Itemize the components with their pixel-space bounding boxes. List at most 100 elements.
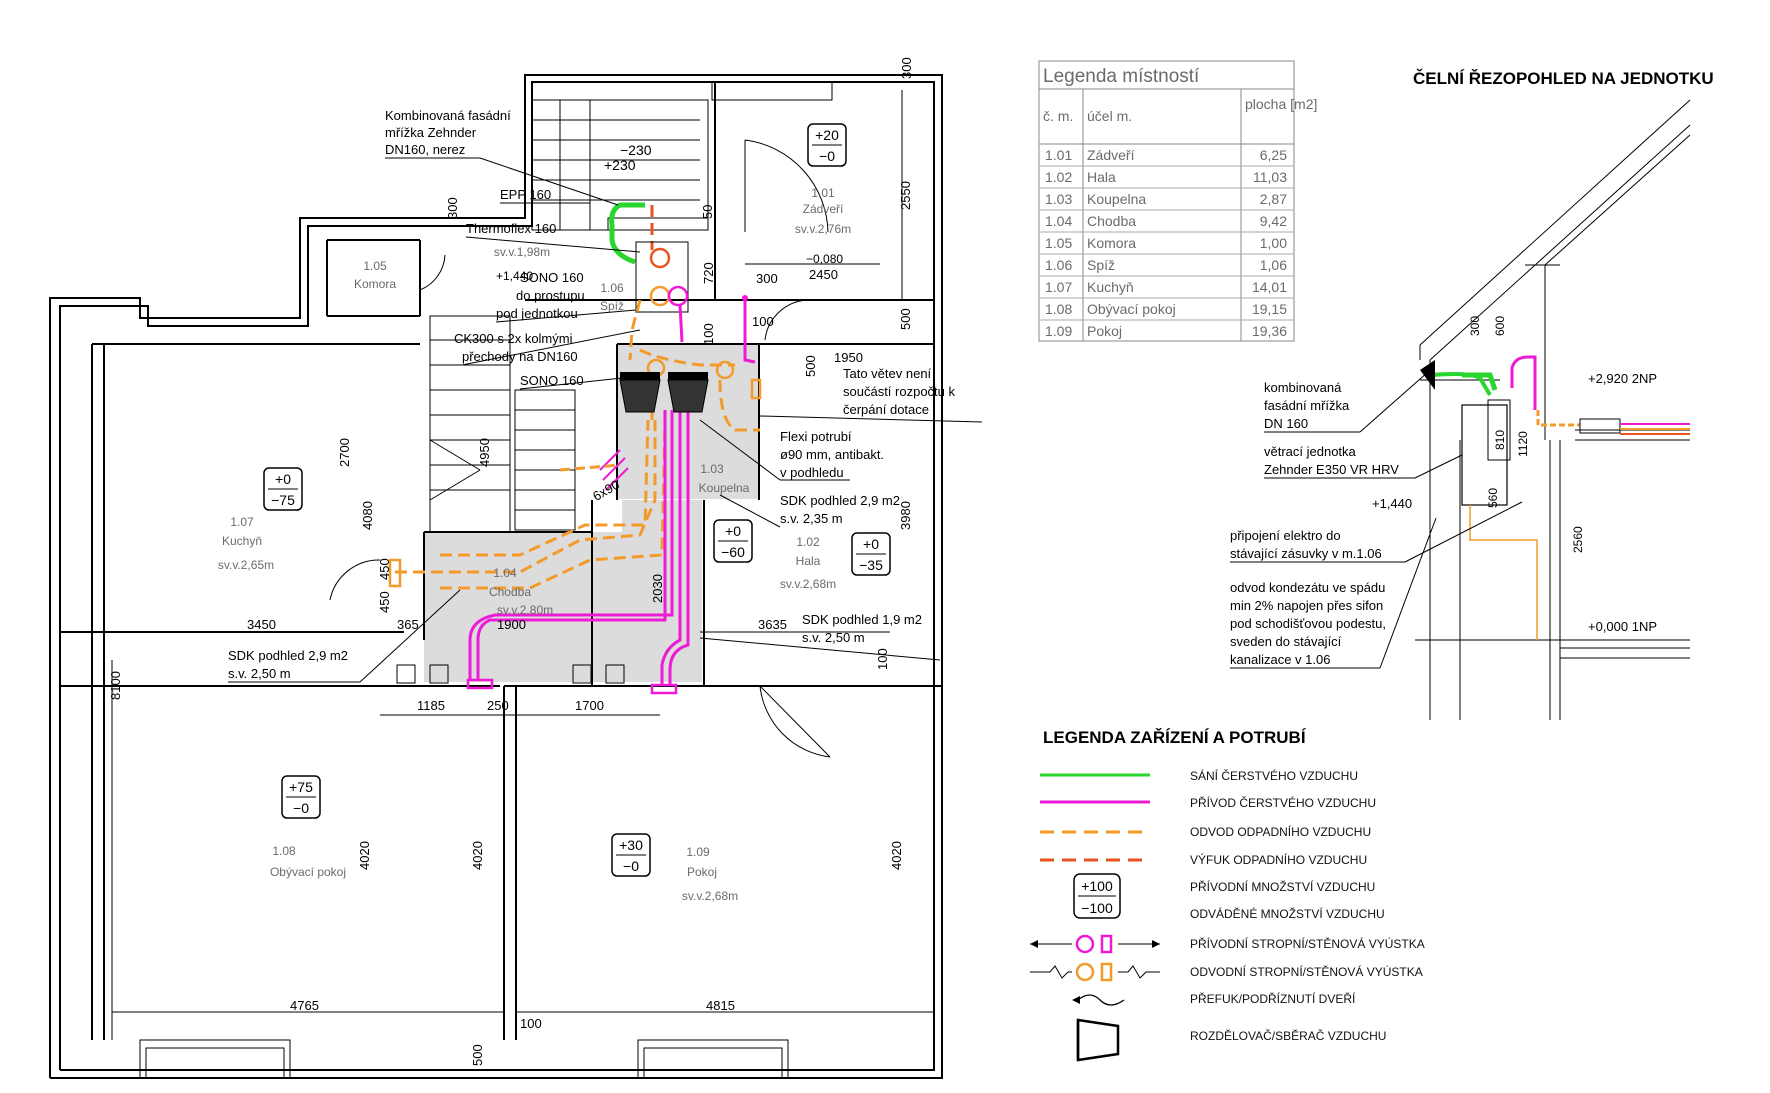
svg-text:500: 500	[803, 355, 818, 377]
svg-text:−0: −0	[293, 800, 309, 816]
flexi-note: Flexi potrubí	[780, 429, 852, 444]
room-1.08-name: Obývací pokoj	[270, 865, 346, 879]
svg-text:4765: 4765	[290, 998, 319, 1013]
svg-text:500: 500	[898, 308, 913, 330]
svg-text:součástí rozpočtu k: součástí rozpočtu k	[843, 384, 955, 399]
svg-text:50: 50	[700, 205, 715, 219]
window	[711, 81, 833, 101]
svg-text:plocha [m2]: plocha [m2]	[1245, 96, 1317, 112]
room-1.04-id: 1.04	[493, 566, 517, 580]
svg-text:ROZDĚLOVAČ/SBĚRAČ VZDUCHU: ROZDĚLOVAČ/SBĚRAČ VZDUCHU	[1190, 1028, 1386, 1043]
svg-text:stávající zásuvky v m.1.06: stávající zásuvky v m.1.06	[1230, 546, 1382, 561]
room-1.07-id: 1.07	[230, 515, 254, 529]
room-1.05-id: 1.05	[363, 259, 387, 273]
svg-text:6,25: 6,25	[1260, 147, 1287, 163]
svg-text:1.07: 1.07	[1045, 279, 1072, 295]
svg-text:3635: 3635	[758, 617, 787, 632]
svg-text:−0: −0	[623, 858, 639, 874]
svg-text:1,00: 1,00	[1260, 235, 1287, 251]
section-unit[interactable]	[1461, 404, 1508, 506]
window	[145, 1047, 285, 1079]
extract-duct	[440, 419, 667, 590]
svg-text:−35: −35	[859, 557, 883, 573]
svg-text:DN160, nerez: DN160, nerez	[385, 142, 465, 157]
svg-text:Obývací pokoj: Obývací pokoj	[1087, 301, 1176, 317]
svg-text:+0: +0	[863, 536, 879, 552]
wall-exhaust-valve	[750, 378, 762, 400]
supply-duct	[476, 410, 667, 680]
svg-text:SÁNÍ ČERSTVÉHO VZDUCHU: SÁNÍ ČERSTVÉHO VZDUCHU	[1190, 768, 1358, 783]
svg-text:1,06: 1,06	[1260, 257, 1287, 273]
svg-text:1.02: 1.02	[1045, 169, 1072, 185]
thermoflex-note: Thermoflex 160	[466, 221, 556, 236]
svg-text:810: 810	[1493, 430, 1507, 450]
condensate-note: odvod kondezátu ve spádu	[1230, 580, 1385, 595]
supply-valve	[466, 678, 494, 690]
svg-text:300: 300	[756, 271, 778, 286]
window	[637, 1039, 789, 1079]
svg-text:4815: 4815	[706, 998, 735, 1013]
flow-in: +20	[815, 127, 839, 143]
svg-text:−230: −230	[620, 142, 652, 158]
svg-text:Zádveří: Zádveří	[1087, 147, 1135, 163]
svg-text:PŘÍVOD ČERSTVÉHO VZDUCHU: PŘÍVOD ČERSTVÉHO VZDUCHU	[1190, 795, 1376, 810]
plan-annotations: Kombinovaná fasádní mřížka Zehnder DN160…	[228, 108, 983, 683]
svg-text:300: 300	[899, 57, 914, 79]
sono-plug-note: SONO 160	[520, 270, 584, 285]
door-swing[interactable]	[419, 254, 446, 291]
svg-text:−75: −75	[271, 492, 295, 508]
svg-text:s.v. 2,35 m: s.v. 2,35 m	[780, 511, 843, 526]
supply-valve-icon	[1030, 934, 1160, 954]
svg-text:2700: 2700	[337, 438, 352, 467]
svg-text:ø90 mm, antibakt.: ø90 mm, antibakt.	[780, 447, 884, 462]
door-leaf[interactable]	[759, 685, 831, 758]
svg-text:100: 100	[701, 323, 716, 345]
epp-note: EPP 160	[500, 187, 551, 202]
svg-text:Koupelna: Koupelna	[1087, 191, 1146, 207]
svg-text:300: 300	[1468, 316, 1482, 336]
svg-text:ODVOD ODPADNÍHO VZDUCHU: ODVOD ODPADNÍHO VZDUCHU	[1190, 824, 1371, 839]
svg-text:ODVÁDĚNÉ MNOŽSTVÍ VZDUCHU: ODVÁDĚNÉ MNOŽSTVÍ VZDUCHU	[1190, 906, 1385, 921]
svg-text:Chodba: Chodba	[1087, 213, 1136, 229]
svg-text:PŘEFUK/PODŘÍZNUTÍ DVEŘÍ: PŘEFUK/PODŘÍZNUTÍ DVEŘÍ	[1190, 991, 1356, 1006]
room-1.02-height: sv.v.2,68m	[780, 577, 836, 591]
room-1.06-height: sv.v.1,98m	[494, 245, 550, 259]
svg-text:1.09: 1.09	[1045, 323, 1072, 339]
svg-text:9,42: 9,42	[1260, 213, 1287, 229]
svg-text:č. m.: č. m.	[1043, 108, 1073, 124]
door-swing[interactable]	[759, 685, 831, 758]
room-1.03-name: Koupelna	[699, 481, 750, 495]
section-title: ČELNÍ ŘEZOPOHLED NA JEDNOTKU	[1413, 69, 1714, 88]
room-1.07-height: sv.v.2,65m	[218, 558, 274, 572]
svg-text:1900: 1900	[497, 617, 526, 632]
room-1.04-height: sv.v.2,80m	[497, 603, 553, 617]
column	[605, 664, 625, 684]
window	[139, 1039, 291, 1079]
svg-text:100: 100	[752, 314, 774, 329]
svg-text:Komora: Komora	[1087, 235, 1136, 251]
svg-text:4020: 4020	[470, 841, 485, 870]
door-swing[interactable]	[744, 139, 829, 233]
room-1.09-name: Pokoj	[687, 865, 717, 879]
room-table: Legenda místností č. m. účel m. plocha […	[1038, 60, 1317, 342]
svg-text:1.03: 1.03	[1045, 191, 1072, 207]
ventilation-unit[interactable]	[635, 241, 689, 313]
fresh-air-duct	[609, 202, 645, 265]
distributor-icon	[1076, 1018, 1120, 1062]
svg-text:1950: 1950	[834, 350, 863, 365]
door-swing[interactable]	[764, 299, 811, 341]
door-swing[interactable]	[329, 559, 381, 601]
room-1.06-name: Spíž	[600, 299, 624, 313]
svg-text:1120: 1120	[1516, 431, 1530, 457]
svg-text:2,87: 2,87	[1260, 191, 1287, 207]
svg-text:min 2% napojen přes sifon: min 2% napojen přes sifon	[1230, 598, 1383, 613]
svg-text:100: 100	[520, 1016, 542, 1031]
level-1440: +1,440	[1372, 496, 1412, 511]
svg-text:DN 160: DN 160	[1264, 416, 1308, 431]
legend-title: LEGENDA ZAŘÍZENÍ A POTRUBÍ	[1043, 728, 1307, 747]
distributor[interactable]	[619, 372, 709, 413]
section-unit-note: větrací jednotka	[1264, 444, 1357, 459]
outer-wall	[49, 74, 943, 1079]
svg-text:1.01: 1.01	[1045, 147, 1072, 163]
column	[429, 664, 449, 684]
